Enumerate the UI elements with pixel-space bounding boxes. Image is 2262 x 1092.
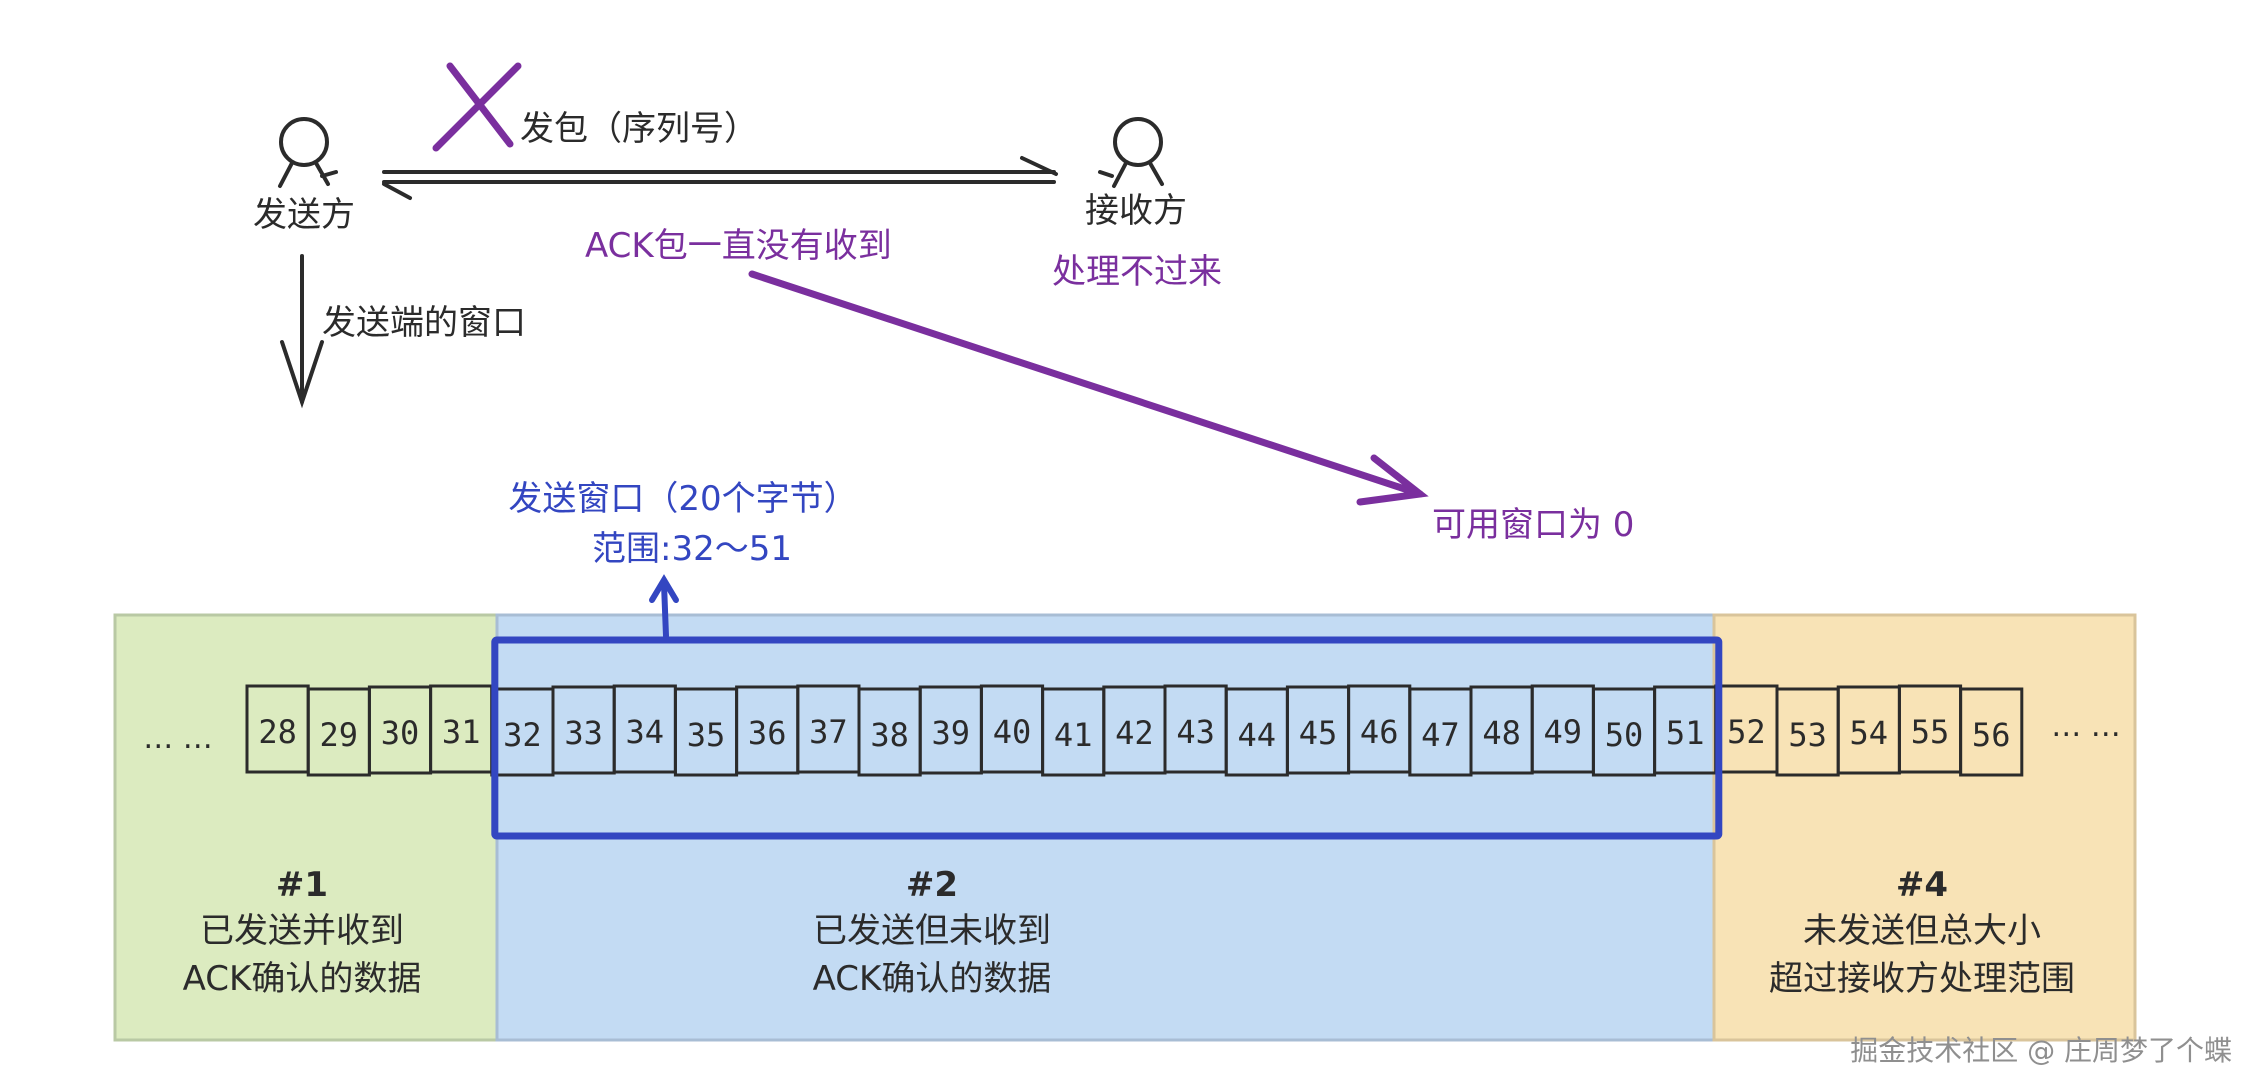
- available-window-label: 可用窗口为 0: [1432, 505, 1634, 545]
- sequence-number-50: 50: [1605, 716, 1644, 754]
- sequence-cell-56: [1959, 687, 2024, 777]
- sequence-number-30: 30: [381, 714, 420, 752]
- zone-2-line-2: ACK确认的数据: [813, 959, 1052, 999]
- sequence-number-39: 39: [932, 714, 971, 752]
- receiver-label: 接收方: [1085, 191, 1187, 231]
- zone-1-title: #1: [276, 865, 328, 905]
- sequence-number-37: 37: [809, 713, 848, 751]
- sequence-number-32: 32: [503, 716, 542, 754]
- zone-2-background: [495, 613, 1716, 1042]
- sequence-number-38: 38: [870, 716, 909, 754]
- packet-label: 发包（序列号）: [520, 109, 758, 149]
- sender-label: 发送方: [253, 195, 355, 235]
- ack-to-window-arrow: [748, 270, 1429, 506]
- packet-double-arrow: [382, 156, 1058, 200]
- right-ellipsis: … …: [2051, 709, 2121, 744]
- sender-person-icon: [278, 117, 338, 188]
- sequence-number-45: 45: [1299, 714, 1338, 752]
- receiver-note: 处理不过来: [1052, 252, 1222, 292]
- ack-label: ACK包一直没有收到: [585, 226, 892, 266]
- zone-2-line-1: 已发送但未收到: [813, 911, 1051, 951]
- sequence-number-36: 36: [748, 714, 787, 752]
- zone-1-line-1: 已发送并收到: [200, 911, 404, 951]
- sender-window-down-arrow: [280, 254, 324, 409]
- zone-4-line-2: 超过接收方处理范围: [1769, 959, 2075, 999]
- lost-packet-x-icon: [432, 62, 522, 152]
- sender-window-label: 发送端的窗口: [322, 303, 526, 343]
- sequence-number-35: 35: [687, 716, 726, 754]
- sequence-number-42: 42: [1115, 714, 1154, 752]
- receiver-person-icon: [1098, 117, 1164, 188]
- zone-4-text: #4 未发送但总大小 超过接收方处理范围: [1769, 865, 2075, 999]
- sequence-number-49: 49: [1544, 713, 1583, 751]
- sequence-number-44: 44: [1238, 716, 1277, 754]
- zone-1-line-2: ACK确认的数据: [183, 959, 422, 999]
- watermark: 掘金技术社区 @ 庄周梦了个蝶: [1850, 1034, 2232, 1067]
- zone-4-line-1: 未发送但总大小: [1803, 911, 2041, 951]
- sequence-number-31: 31: [442, 713, 481, 751]
- zone-2-title: #2: [906, 865, 958, 905]
- sequence-number-28: 28: [258, 713, 297, 751]
- sequence-number-43: 43: [1176, 713, 1215, 751]
- window-callout-arrow: [649, 574, 679, 639]
- zone-1-text: #1 已发送并收到 ACK确认的数据: [183, 865, 422, 999]
- left-ellipsis: … …: [143, 721, 213, 756]
- sequence-number-41: 41: [1054, 716, 1093, 754]
- sequence-number-40: 40: [993, 713, 1032, 751]
- sequence-number-29: 29: [320, 716, 359, 754]
- window-callout-line2: 范围:32～51: [592, 529, 792, 569]
- sequence-number-48: 48: [1482, 714, 1521, 752]
- sequence-number-47: 47: [1421, 716, 1460, 754]
- sequence-number-33: 33: [564, 714, 603, 752]
- sequence-number-51: 51: [1666, 714, 1705, 752]
- sequence-number-46: 46: [1360, 713, 1399, 751]
- sequence-number-54: 54: [1850, 714, 1889, 752]
- window-callout-line1: 发送窗口（20个字节）: [508, 479, 857, 519]
- sequence-number-56: 56: [1972, 716, 2011, 754]
- zone-4-title: #4: [1896, 865, 1948, 905]
- sequence-number-34: 34: [626, 713, 665, 751]
- zone-2-text: #2 已发送但未收到 ACK确认的数据: [813, 865, 1052, 999]
- sequence-number-52: 52: [1727, 713, 1766, 751]
- sequence-number-53: 53: [1788, 716, 1827, 754]
- send-window-highlight: [491, 636, 1723, 840]
- sequence-number-55: 55: [1911, 713, 1950, 751]
